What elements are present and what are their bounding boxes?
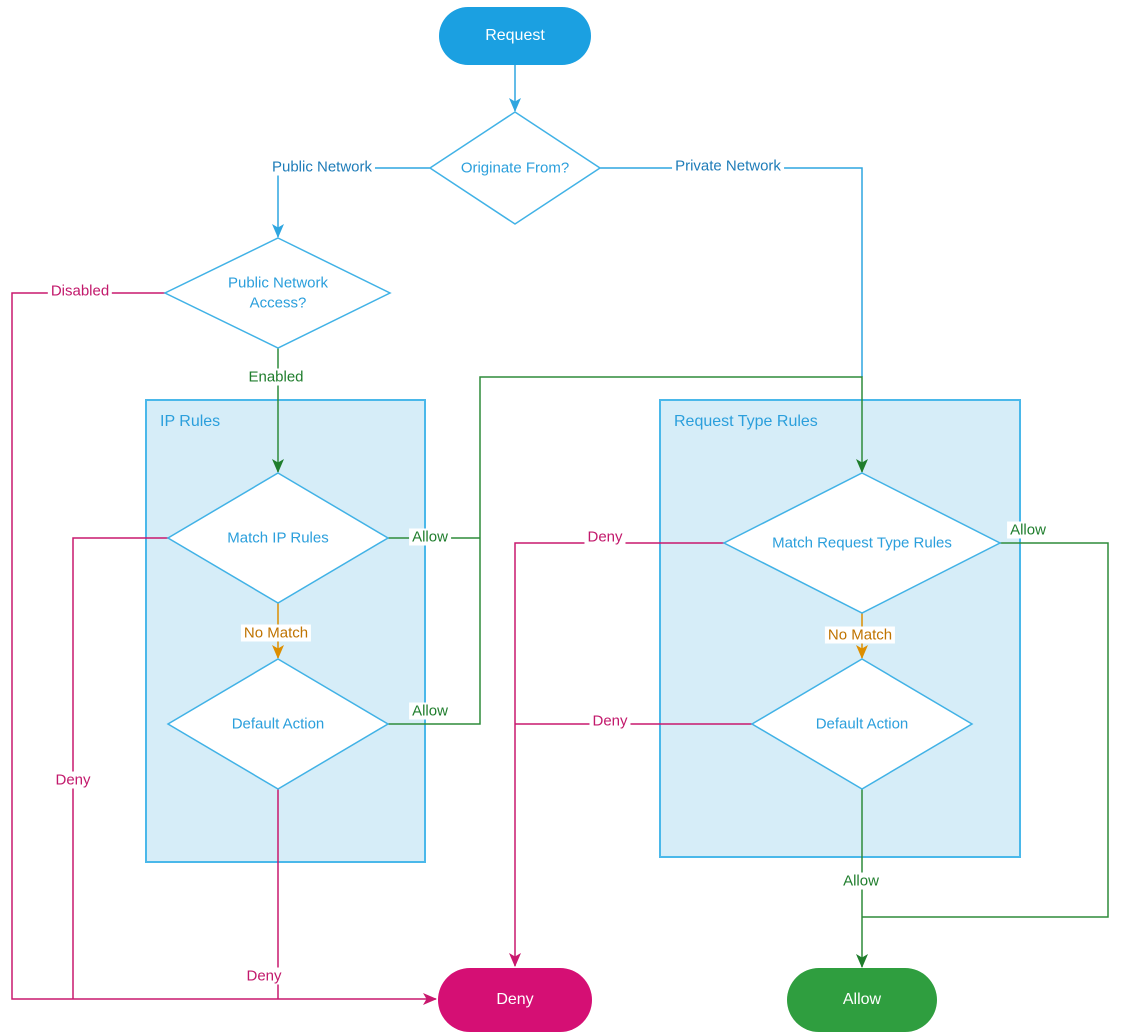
match-request-type-rules-diamond <box>722 472 1002 614</box>
ip-match-deny-edge-label: Deny <box>52 771 94 789</box>
edge-rtr-match-deny <box>509 542 724 967</box>
match-ip-rules-diamond <box>166 472 390 604</box>
deny-node: Deny <box>438 968 592 1032</box>
match-ip-rules-label: Match IP Rules <box>227 529 329 547</box>
rtr-default-action-label: Default Action <box>815 715 909 733</box>
rtr-default-deny-edge-label: Deny <box>589 712 631 730</box>
rtr-match-allow-edge-label: Allow <box>1007 521 1049 539</box>
match-request-type-rules-label: Match Request Type Rules <box>772 534 952 552</box>
ip-match-allow-edge-label: Allow <box>409 528 451 546</box>
decision-shapes <box>163 111 1002 790</box>
edge-rtr-match-allow <box>862 542 1109 918</box>
public-network-access-diamond <box>163 237 392 349</box>
rtr-match-deny-edge-label: Deny <box>584 528 626 546</box>
edge-private-network <box>600 167 863 377</box>
allow-node: Allow <box>787 968 937 1032</box>
enabled-edge-label: Enabled <box>245 368 307 386</box>
ip-rules-title: IP Rules <box>160 413 221 430</box>
originate-from-label: Originate From? <box>460 159 570 177</box>
public-network-edge-label: Public Network <box>268 158 376 176</box>
edge-public-network <box>272 167 430 238</box>
request-type-rules-title: Request Type Rules <box>674 413 818 430</box>
ip-no-match-edge-label: No Match <box>240 624 312 642</box>
rtr-default-action-diamond <box>750 658 974 790</box>
rtr-default-allow-edge-label: Allow <box>840 872 882 890</box>
private-network-edge-label: Private Network <box>672 157 784 175</box>
disabled-edge-label: Disabled <box>47 282 113 300</box>
edge-allow-to-rtr <box>388 376 868 725</box>
blue-edges <box>272 65 863 377</box>
ip-default-deny-edge-label: Deny <box>243 967 285 985</box>
request-node: Request <box>439 7 591 65</box>
public-network-access-label: Public Network Access? <box>227 274 329 312</box>
ip-default-allow-edge-label: Allow <box>409 702 451 720</box>
originate-from-diamond <box>428 111 602 225</box>
ip-default-action-diamond <box>166 658 390 790</box>
edge-ip-match-deny <box>72 537 168 999</box>
rtr-no-match-edge-label: No Match <box>824 626 896 644</box>
ip-default-action-label: Default Action <box>231 715 325 733</box>
